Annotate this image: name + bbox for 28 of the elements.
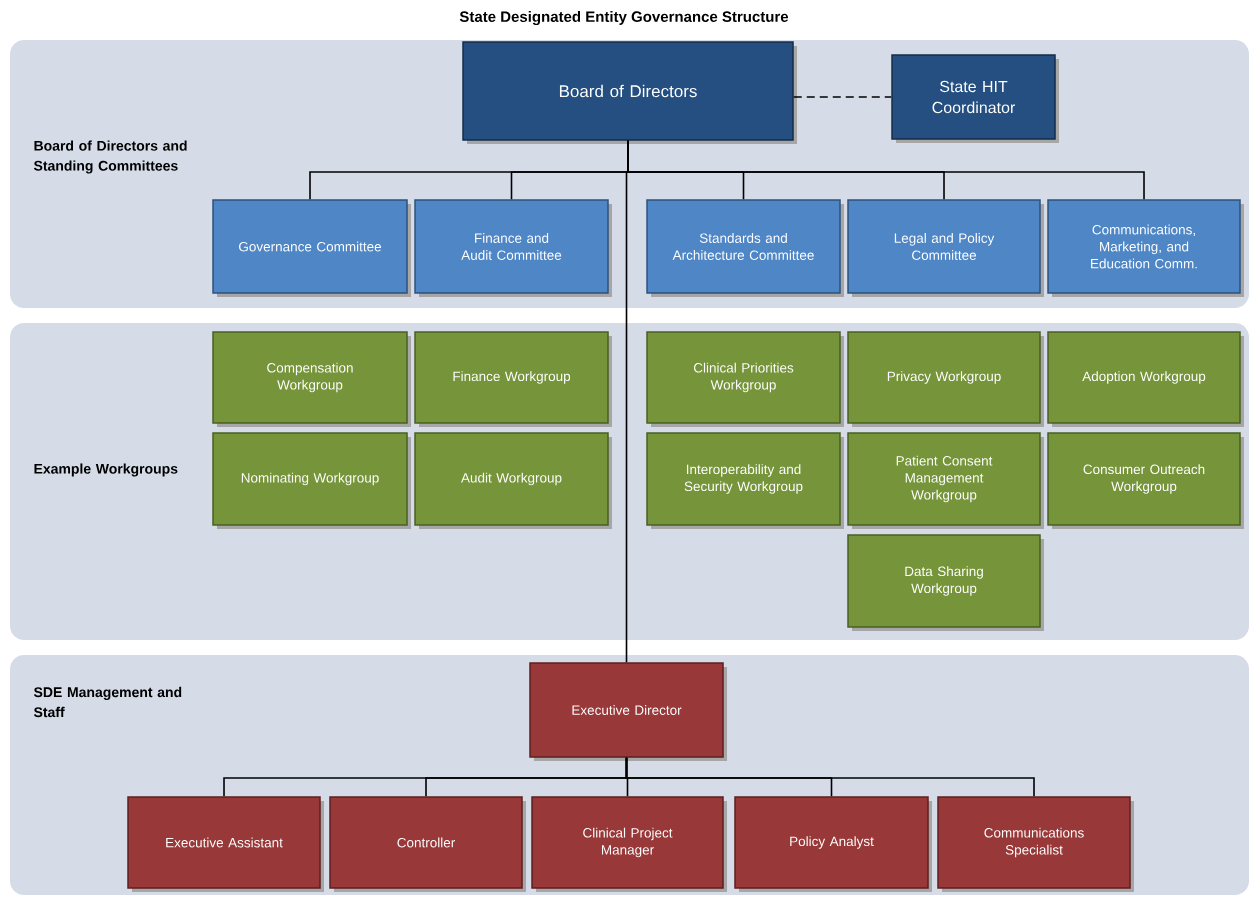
title: State Designated Entity Governance Structure bbox=[459, 10, 789, 26]
workgroup-box: Nominating Workgroup bbox=[212, 432, 408, 526]
workgroup-box: Data Sharing Workgroup bbox=[847, 534, 1041, 628]
staff-box: Communications Specialist bbox=[937, 796, 1131, 889]
staff-box: Clinical Project Manager bbox=[531, 796, 724, 889]
workgroup-box: Compensation Workgroup bbox=[212, 331, 408, 424]
org-box: Board of Directors bbox=[462, 41, 794, 141]
staff-box: Policy Analyst bbox=[734, 796, 929, 889]
workgroup-box: Clinical Priorities Workgroup bbox=[646, 331, 841, 424]
staff-box: Executive Director bbox=[529, 662, 724, 758]
committee-box: Finance and Audit Committee bbox=[414, 199, 609, 294]
connector-line bbox=[792, 96, 893, 98]
workgroup-box: Patient Consent Management Workgroup bbox=[847, 432, 1041, 526]
staff-box: Executive Assistant bbox=[127, 796, 321, 889]
connector-line bbox=[625, 139, 629, 664]
workgroup-box: Audit Workgroup bbox=[414, 432, 609, 526]
connector-line bbox=[625, 756, 1035, 798]
workgroup-box: Finance Workgroup bbox=[414, 331, 609, 424]
workgroup-box: Interoperability and Security Workgroup bbox=[646, 432, 841, 526]
workgroup-box: Adoption Workgroup bbox=[1047, 331, 1241, 424]
org-box: State HIT Coordinator bbox=[891, 54, 1056, 140]
committee-box: Communications, Marketing, and Education Comm. bbox=[1047, 199, 1241, 294]
workgroup-box: Privacy Workgroup bbox=[847, 331, 1041, 424]
committee-box: Legal and Policy Committee bbox=[847, 199, 1041, 294]
staff-box: Controller bbox=[329, 796, 523, 889]
committee-box: Standards and Architecture Committee bbox=[646, 199, 841, 294]
workgroup-box: Consumer Outreach Workgroup bbox=[1047, 432, 1241, 526]
committee-box: Governance Committee bbox=[212, 199, 408, 294]
